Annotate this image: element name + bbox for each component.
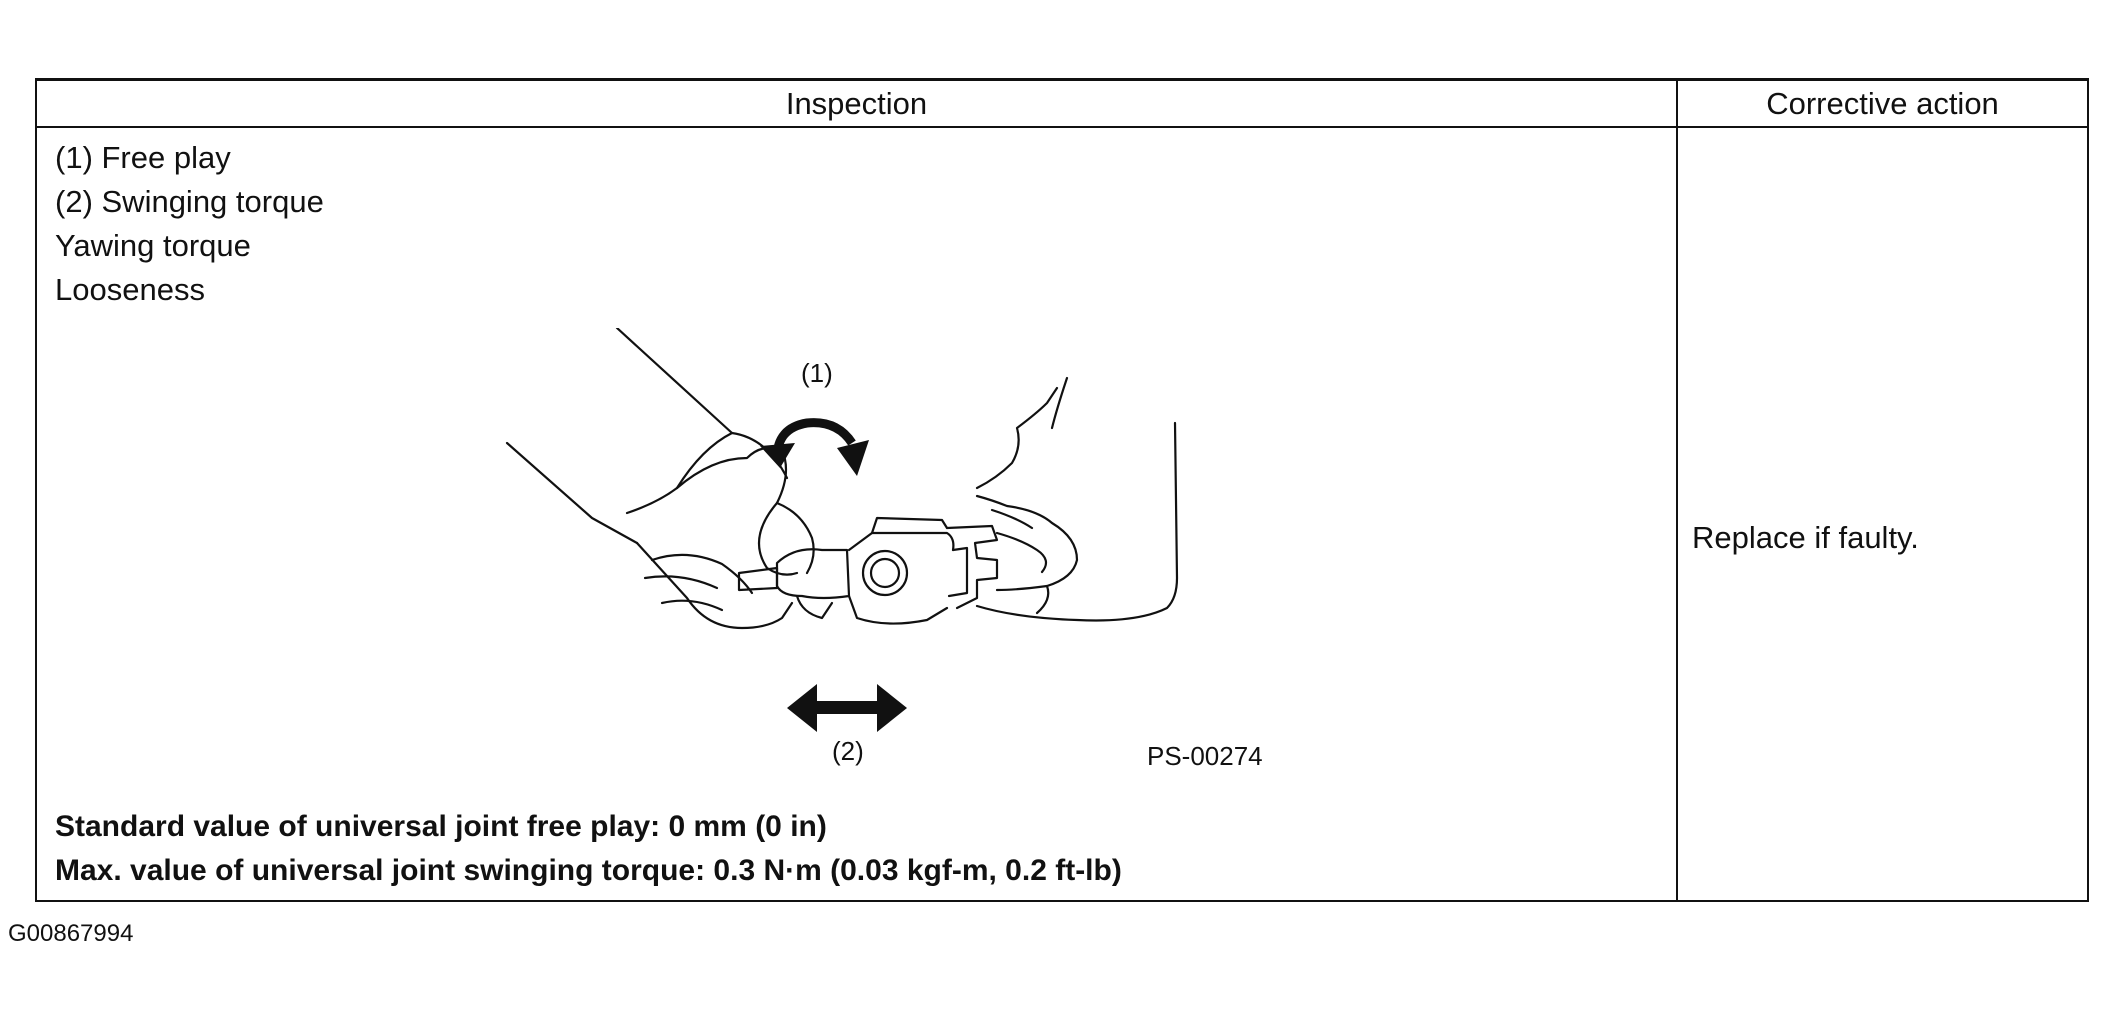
header-corrective-action: Corrective action <box>1676 78 2089 128</box>
table-row: (1) Free play (2) Swinging torque Yawing… <box>35 126 2089 902</box>
double-arrow-icon <box>787 684 907 732</box>
inspection-item-looseness: Looseness <box>55 272 205 307</box>
figure-code: PS-00274 <box>1147 741 1263 771</box>
inspection-item-free-play: (1) Free play <box>55 140 231 175</box>
figure-label-2: (2) <box>832 736 864 766</box>
table-header-row: Inspection Corrective action <box>35 78 2089 128</box>
document-id: G00867994 <box>8 920 134 947</box>
inspection-cell: (1) Free play (2) Swinging torque Yawing… <box>35 126 1678 902</box>
spec-swinging-torque: Max. value of universal joint swinging t… <box>55 854 1122 887</box>
inspection-item-swinging-torque: (2) Swinging torque <box>55 184 324 219</box>
header-inspection: Inspection <box>35 78 1678 128</box>
inspection-items-list: (1) Free play (2) Swinging torque Yawing… <box>55 136 324 312</box>
hands-holding-universal-joint-illustration <box>505 326 1179 732</box>
inspection-item-yawing-torque: Yawing torque <box>55 228 251 263</box>
inspection-table: Inspection Corrective action (1) Free pl… <box>35 78 2089 902</box>
figure-label-1: (1) <box>801 358 833 388</box>
corrective-action-text: Replace if faulty. <box>1692 520 1919 555</box>
spec-free-play: Standard value of universal joint free p… <box>55 810 827 843</box>
rotation-arrow-icon <box>760 418 869 476</box>
corrective-action-cell: Replace if faulty. <box>1676 126 2089 902</box>
universal-joint-figure: (1) (2) PS-00274 <box>477 326 1317 771</box>
spec-values: Standard value of universal joint free p… <box>55 805 1122 893</box>
